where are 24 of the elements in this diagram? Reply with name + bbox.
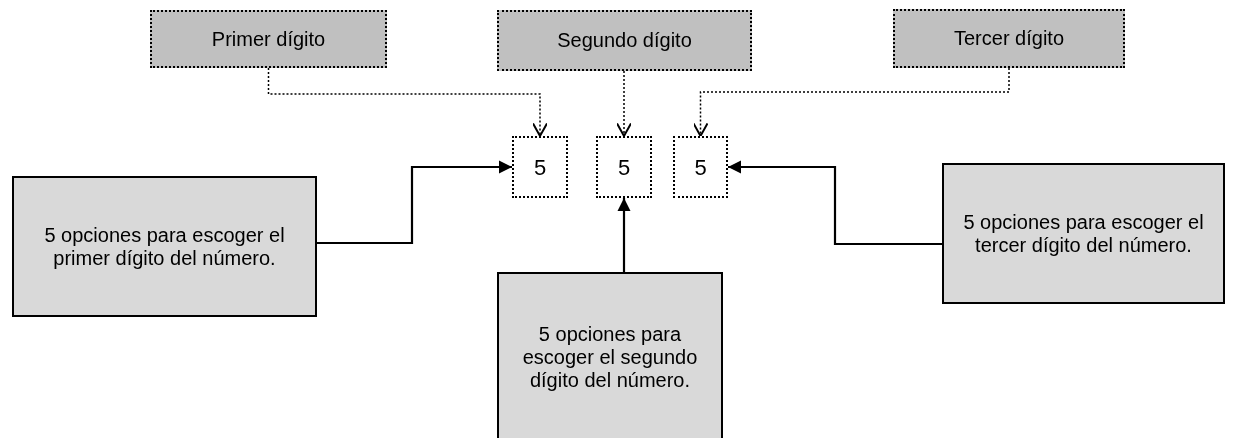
- arrow: [317, 160, 512, 245]
- label-box: [893, 9, 1125, 68]
- node-text: 5: [694, 155, 707, 179]
- digit-box: [512, 136, 568, 198]
- node-text: Tercer dígito: [953, 27, 1065, 50]
- digit-box: [673, 136, 728, 198]
- node-text: Segundo dígito: [557, 29, 692, 52]
- node-text: 5: [533, 155, 547, 179]
- arrow: [617, 198, 631, 272]
- label-box: [497, 10, 752, 71]
- node-text: 5 opciones para escoger el primer dígito del número.: [43, 223, 286, 270]
- node-text: 5 opciones para escoger el segundo dígito del número.: [521, 322, 699, 392]
- note-box: [497, 272, 723, 438]
- dotted-arrow: [616, 70, 632, 137]
- node-text: 5: [617, 155, 631, 179]
- node-text: 5 opciones para escoger el tercer dígito del número.: [962, 210, 1205, 257]
- node-text: Primer dígito: [211, 27, 326, 51]
- label-box: [150, 10, 387, 68]
- dotted-arrow: [267, 67, 548, 137]
- digit-box: [596, 136, 652, 198]
- note-box: [12, 176, 317, 317]
- note-box: [942, 163, 1225, 304]
- dotted-arrow: [692, 67, 1010, 137]
- arrow: [728, 160, 942, 246]
